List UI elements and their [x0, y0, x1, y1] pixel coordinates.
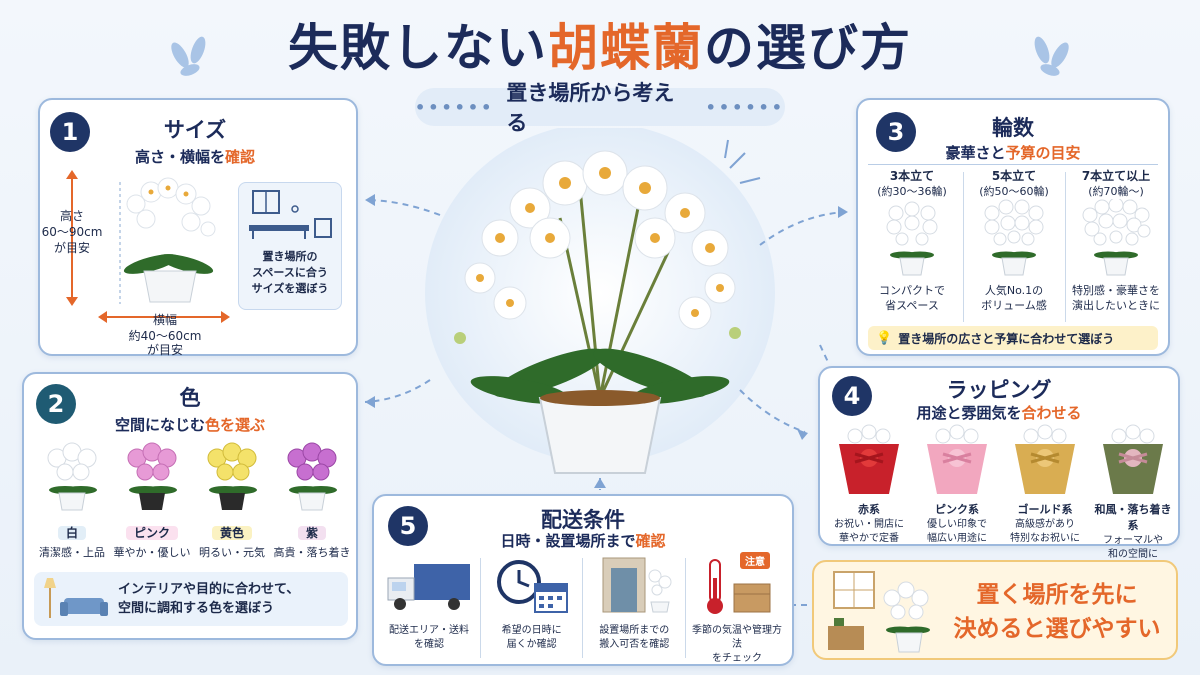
color-tip-text: インテリアや目的に合わせて、空間に調和する色を選ぼう	[118, 582, 300, 616]
color-name-yellow: 黄色	[211, 526, 252, 540]
step-number-1: 1	[50, 112, 90, 152]
delivery-truck-icon	[387, 564, 470, 610]
stems-options: 3本立て (約30〜36輪) コンパクトで 省スペース 5本立て (約50〜60…	[864, 168, 1164, 322]
leaf-decoration-left-icon	[171, 36, 206, 76]
step-number-3: 3	[876, 112, 916, 152]
color-name-pink: ピンク	[125, 526, 178, 540]
stems-tip-text: 置き場所の広さと予算に合わせて選ぼう	[898, 331, 1115, 346]
color-desc-pink: 華やか・優しい	[113, 546, 191, 559]
stems-option-5: 5本立て (約50〜60輪) 人気No.1の ボリューム感	[979, 169, 1049, 312]
stems-panel: 3 輪数 豪華さと予算の目安 3本立て (約30〜36輪) コンパクトで 省スペ…	[856, 98, 1170, 356]
stems-option-3: 3本立て (約30〜36輪) コンパクトで 省スペース	[877, 169, 947, 312]
wrap-option-pink: ピンク系 優しい印象で 幅広い用途に	[914, 424, 1000, 562]
yellow-orchid-icon	[207, 442, 257, 510]
wrap-panel: 4 ラッピング 用途と雰囲気を合わせる 赤系 お祝い・開店に 華やかで定番 ピン…	[818, 366, 1180, 560]
white-orchid-icon	[47, 442, 97, 511]
step-number-4: 4	[832, 376, 872, 416]
conclusion-text: 置く場所を先に 決めると選びやすい	[953, 582, 1161, 642]
delivery-option-area: 配送エリア・送料 を確認	[380, 554, 478, 666]
size-orchid-illustration	[119, 177, 216, 304]
size-title: サイズ	[163, 118, 227, 142]
three-stem-orchid-icon	[886, 201, 938, 276]
size-subtitle: 高さ・横幅を確認	[134, 148, 256, 166]
red-wrapping-icon	[839, 424, 899, 494]
subtitle-text: 置き場所から考える	[506, 81, 675, 135]
delivery-option-install: 設置場所までの 搬入可否を確認	[585, 554, 683, 666]
color-desc-white: 清潔感・上品	[39, 546, 105, 559]
color-panel: 2 色 空間になじむ色を選ぶ 白清潔感・上品 ピンク華やか・優しい 黄色明るい・…	[22, 372, 358, 640]
delivery-panel: 5 配送条件 日時・設置場所まで確認 配送エリア・送料 を確認 希望の日時に 届…	[372, 494, 794, 666]
page-title: 失敗しない胡蝶蘭の選び方	[288, 18, 912, 77]
wrap-title: ラッピング	[946, 378, 1052, 402]
central-orchid-illustration	[425, 128, 775, 474]
lightbulb-icon: 💡	[876, 330, 893, 346]
width-arrow-icon	[98, 311, 230, 323]
wrap-option-red: 赤系 お祝い・開店に 華やかで定番	[826, 424, 912, 562]
entrance-door-icon	[602, 557, 672, 613]
sofa-lamp-icon	[44, 578, 108, 618]
pink-orchid-icon	[127, 442, 177, 510]
subtitle-pill: •••••• 置き場所から考える ••••••	[415, 81, 785, 135]
color-title: 色	[179, 386, 201, 410]
color-desc-yellow: 明るい・元気	[199, 546, 265, 559]
step-number-2: 2	[36, 384, 76, 424]
pink-wrapping-icon	[927, 424, 987, 494]
wrap-options: 赤系 お祝い・開店に 華やかで定番 ピンク系 優しい印象で 幅広い用途に ゴール…	[826, 424, 1176, 562]
stems-title: 輪数	[992, 116, 1034, 140]
clock-calendar-icon	[496, 560, 568, 613]
gold-wrapping-icon	[1015, 424, 1075, 494]
color-name-purple: 紫	[297, 526, 326, 540]
stems-option-7: 7本立て以上 (約70輪〜) 特別感・豪華さを 演出したいときに	[1072, 169, 1160, 312]
delivery-title: 配送条件	[541, 508, 625, 532]
size-tip-box: 置き場所のスペースに合うサイズを選ぼう	[238, 182, 342, 310]
delivery-option-season: 注意 季節の気温や管理方法 をチェック	[688, 552, 786, 666]
caution-badge: 注意	[739, 552, 770, 569]
conclusion-box: 置く場所を先に 決めると選びやすい	[812, 560, 1178, 660]
color-options	[32, 438, 352, 558]
size-tip-text: 置き場所のスペースに合うサイズを選ぼう	[251, 250, 329, 295]
wrap-subtitle: 用途と雰囲気を合わせる	[916, 404, 1082, 422]
wrap-option-japanese: 和風・落ち着き系 フォーマルや 和の空間に	[1090, 424, 1176, 562]
delivery-subtitle: 日時・設置場所まで確認	[500, 532, 666, 550]
color-labels: 白清潔感・上品 ピンク華やか・優しい 黄色明るい・元気 紫高貴・落ち着き	[32, 522, 352, 560]
leaf-decoration-right-icon	[1034, 36, 1069, 76]
delivery-options: 配送エリア・送料 を確認 希望の日時に 届くか確認 設置場所までの 搬入可否を確…	[380, 552, 786, 666]
height-arrow-icon	[66, 170, 78, 306]
delivery-option-datetime: 希望の日時に 届くか確認	[483, 554, 581, 666]
five-stem-orchid-icon	[984, 199, 1044, 276]
wrap-option-gold: ゴールド系 高級感があり 特別なお祝いに	[1002, 424, 1088, 562]
japanese-wrapping-icon	[1103, 424, 1163, 494]
color-name-white: 白	[57, 526, 86, 540]
color-tip-box: インテリアや目的に合わせて、空間に調和する色を選ぼう	[34, 572, 348, 626]
seven-stem-orchid-icon	[1082, 197, 1151, 276]
step-number-5: 5	[388, 506, 428, 546]
stems-tip-box: 💡 置き場所の広さと予算に合わせて選ぼう	[868, 326, 1158, 350]
room-furniture-icon	[249, 190, 332, 239]
color-subtitle: 空間になじむ色を選ぶ	[114, 416, 266, 434]
color-desc-purple: 高貴・落ち着き	[273, 546, 351, 559]
purple-orchid-icon	[287, 442, 337, 511]
room-orchid-icon	[828, 571, 930, 653]
thermometer-box-icon	[706, 559, 771, 614]
stems-subtitle: 豪華さと予算の目安	[945, 144, 1081, 162]
